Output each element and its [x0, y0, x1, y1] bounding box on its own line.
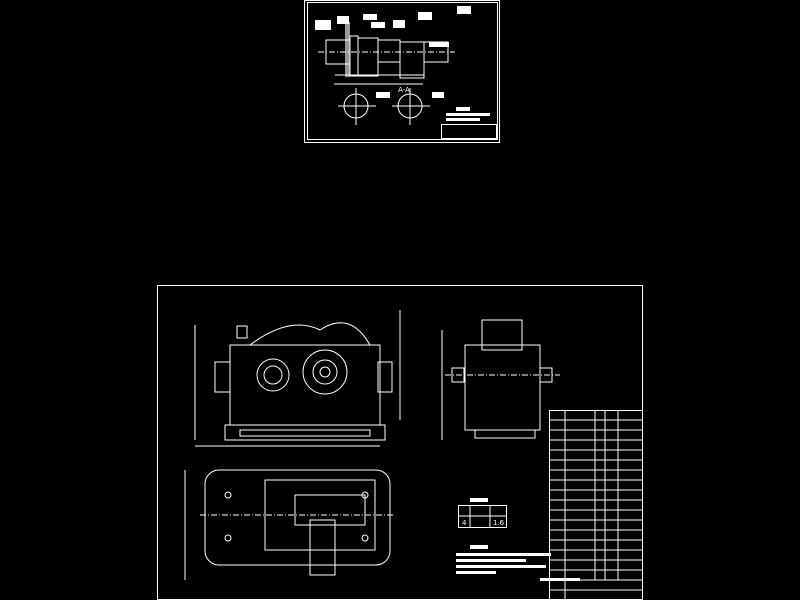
technical-notes [441, 107, 497, 139]
top-view [184, 469, 395, 580]
technical-characteristics-table: 4 1.6 [458, 498, 507, 528]
drawing-frame [304, 0, 500, 143]
section-views: A-A [338, 86, 444, 125]
parts-list-table [549, 410, 643, 600]
shaft-main-view [315, 6, 471, 85]
roughness-symbol [457, 6, 471, 14]
front-view [194, 310, 401, 447]
table-cell: 1.6 [493, 519, 505, 527]
side-view [441, 319, 560, 440]
shaft-part-drawing: A-A [304, 0, 500, 143]
section-label: A-A [398, 86, 410, 94]
title-block [441, 124, 497, 139]
inner-frame [307, 2, 498, 140]
gearbox-assembly-drawing: 4 1.6 [157, 285, 643, 600]
table-cell: 4 [462, 519, 467, 527]
